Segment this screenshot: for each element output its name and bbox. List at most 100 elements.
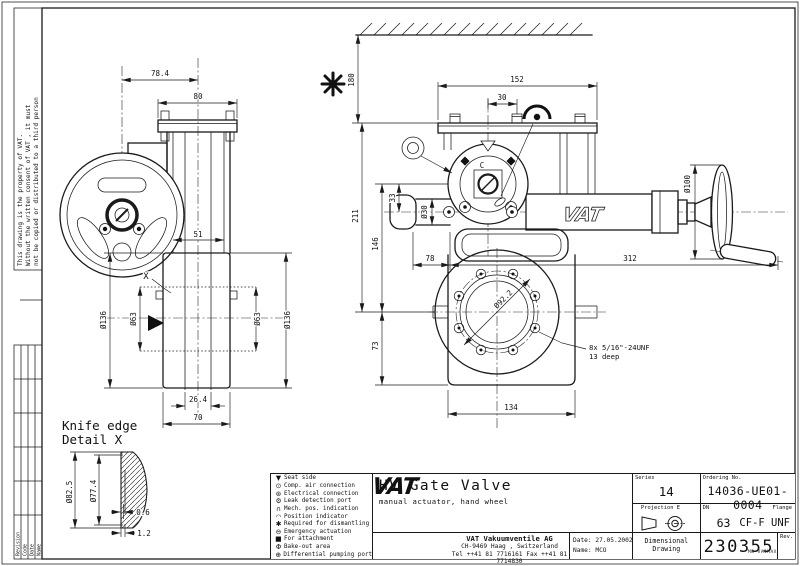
seat-side-marker: [148, 315, 164, 331]
dim-92-2: Ø92.2: [492, 288, 514, 310]
flange-value: CF-F UNF: [739, 516, 790, 529]
dim-312: 312: [623, 254, 637, 263]
title-block-right: Series 14 Ordering No. 14036-UE01-0004 P…: [632, 473, 795, 559]
ordering-value: 14036-UE01-0004: [707, 484, 789, 512]
knife-edge-title: Knife edge: [62, 418, 137, 433]
dn-value: 63: [716, 515, 731, 530]
legend-row: ✱Required for dismantling: [273, 521, 372, 529]
bonnet: C: [443, 140, 529, 225]
vat-logo: VAT: [373, 474, 450, 559]
legend-label: Position indicator: [284, 513, 348, 520]
emergency-actuation-icon: ⊖: [275, 527, 282, 536]
detail-x-title: Detail X: [62, 432, 123, 447]
proj-symbol-icon: [641, 515, 685, 531]
legend-label: Leak detection port: [284, 498, 352, 505]
legend-row: ⚙Leak detection port: [273, 498, 372, 506]
company-info: VAT Vakuumventile AG CH-9469 Haag , Swit…: [450, 533, 569, 566]
ceiling-hatch: [355, 22, 593, 36]
comp-air-icon: ⊙: [275, 481, 282, 490]
attachment-ring-symbol: [401, 136, 453, 174]
company-row: VAT VAT Vakuumventile AG CH-9469 Haag , …: [373, 474, 633, 566]
series-ordering-row: Series 14 Ordering No. 14036-UE01-0004: [633, 474, 795, 512]
legend-label: For attachment: [284, 536, 334, 543]
hand-wheel-side: [709, 164, 784, 267]
dim-73: 73: [371, 341, 380, 350]
legend-row: ⊖Emergency actuation: [273, 528, 372, 536]
company-name: VAT Vakuumventile AG: [466, 534, 553, 543]
revision-table: Revision Code Date Name: [13, 344, 43, 560]
vat-logo-outline: VAT: [561, 203, 606, 226]
dim-26-4: 26.4: [189, 395, 208, 404]
doc-type-cell: Dimensional Drawing: [633, 533, 700, 559]
legend-row: ◠Position indicator: [273, 513, 372, 521]
drawing-number: 230355: [703, 537, 775, 558]
legend-row: ▼Seat side: [273, 475, 372, 483]
mech-pos-icon: ∩: [276, 504, 281, 513]
drawing-subtitle: manual actuator, hand wheel: [379, 497, 509, 506]
date-col-label: Date: [30, 544, 36, 556]
dim-134: 134: [504, 403, 518, 412]
legend-row: ⊕Differential pumping port: [273, 551, 372, 559]
detail-x-marker: X: [143, 272, 149, 282]
hand-wheel-front: [59, 152, 185, 278]
dn-label: DN: [702, 504, 710, 511]
plot-stamp: MB VA1MAX: [748, 550, 777, 555]
company-tel: Tel ++41 81 7716161 Fax ++41 81 7714830: [451, 550, 568, 566]
bake-out-icon: Φ: [275, 543, 282, 552]
dim-77-4: Ø77.4: [89, 479, 98, 502]
vat-logo-mark: VAT: [373, 474, 422, 498]
electrical-icon: ⊛: [275, 489, 282, 498]
legend-label: Emergency actuation: [284, 528, 352, 535]
legend-label: Comp. air connection: [284, 482, 355, 489]
legend-label: Mech. pos. indication: [284, 505, 359, 512]
drawing-number-row: Dimensional Drawing 230355 Rev.: [633, 532, 795, 559]
diff-pumping-icon: ⊕: [275, 550, 282, 559]
mounting-plate: [437, 113, 598, 196]
dim-30-dia: Ø30: [420, 205, 429, 219]
rev-label: Rev.: [780, 534, 794, 541]
legend-row: ■For attachment: [273, 536, 372, 544]
thread-callout-line1: 8x 5/16"-24UNF: [589, 343, 650, 352]
date-name-cell: Date: 27.05.2002 Name: MCO: [569, 533, 633, 559]
position-indicator-symbol: [500, 104, 552, 197]
property-note-line3: not be copied or distributed to a third …: [33, 97, 40, 266]
dim-100: Ø100: [683, 174, 692, 193]
drawing-title: HV Gate Valve: [379, 478, 512, 494]
thread-callout-line2: 13 deep: [589, 352, 619, 361]
legend-row: ⊛Electrical connection: [273, 490, 372, 498]
property-note-line1: This drawing is the property of VAT.: [17, 134, 24, 266]
dim-80: 80: [193, 92, 203, 101]
seat-side-marker-front: [480, 140, 496, 152]
revision-col-label: Revision: [16, 532, 22, 556]
valve-body-front: [432, 228, 598, 386]
symbol-legend: ▼Seat side ⊙Comp. air connection ⊛Electr…: [270, 473, 372, 559]
title-block-center: HV Gate Valve manual actuator, hand whee…: [372, 473, 633, 566]
actuator-arm: VAT: [389, 190, 712, 234]
doc-type-line2: Drawing: [652, 544, 681, 553]
name-value: Name: MCO: [573, 547, 607, 554]
dim-33: 33: [388, 193, 397, 202]
dim-78-4: 78.4: [151, 69, 170, 78]
rev-cell: Rev.: [777, 533, 795, 559]
legend-row: ∩Mech. pos. indication: [273, 504, 372, 514]
position-indicator-icon: ◠: [275, 512, 282, 521]
center-c-label: C: [480, 161, 485, 170]
legend-label: Seat side: [284, 475, 316, 482]
dim-30: 30: [497, 93, 507, 102]
ordering-label: Ordering No.: [702, 475, 742, 481]
property-note: This drawing is the property of VAT. Wit…: [13, 7, 43, 271]
dim-70: 70: [193, 413, 203, 422]
property-note-line2: Without the written consent of VAT , it …: [25, 104, 32, 266]
side-view: X 78.4 80 51 Ø136 Ø136 Ø63 Ø63: [59, 58, 293, 428]
knife-edge-detail: Knife edge Detail X Ø82.5 Ø77.4 0.6 1.2: [62, 418, 152, 539]
dismantling-icon: ✱: [275, 520, 282, 529]
drawing-title-cell: HV Gate Valve manual actuator, hand whee…: [373, 474, 633, 532]
legend-label: Bake-out area: [284, 544, 331, 551]
dim-51: 51: [193, 230, 202, 239]
projection-dn-row: Projection E DN Flange 63 CF-F UNF: [633, 502, 795, 533]
dim-211: 211: [351, 209, 360, 223]
